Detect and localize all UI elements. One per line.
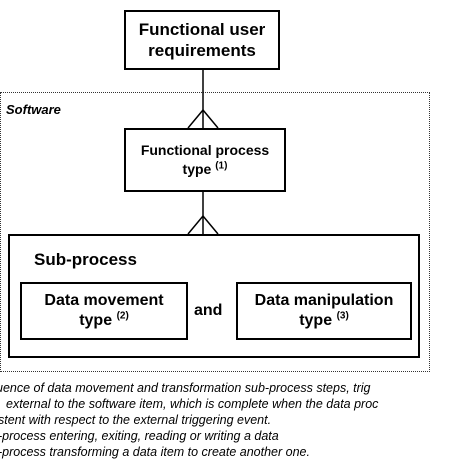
footnote-line: stent with respect to the external trigg…: [0, 413, 272, 427]
software-boundary: [0, 92, 430, 372]
manipulation-box-line2: type (3): [299, 310, 349, 329]
crow-foot-top-right: [202, 109, 219, 129]
data-movement-box: Data movement type (2): [20, 282, 188, 340]
software-label: Software: [6, 102, 61, 117]
top-box-line1: Functional user: [138, 20, 266, 39]
footnote-line: uence of data movement and transformatio…: [0, 381, 371, 395]
movement-ref: (2): [116, 310, 129, 322]
process-ref: (1): [215, 160, 228, 172]
footnotes: uence of data movement and transformatio…: [0, 380, 474, 460]
top-box-line2: requirements: [148, 41, 256, 60]
process-box-line2: type (1): [182, 160, 228, 177]
crow-foot-bottom-left: [187, 215, 204, 235]
crow-foot-bottom-right: [202, 215, 219, 235]
data-manipulation-box: Data manipulation type (3): [236, 282, 412, 340]
manipulation-box-line1: Data manipulation: [254, 292, 394, 309]
functional-user-requirements-box: Functional user requirements: [124, 10, 280, 70]
movement-box-line2: type (2): [79, 310, 129, 329]
footnote-line: external to the software item, which is …: [6, 397, 379, 411]
crow-foot-top-left: [187, 109, 204, 129]
footnote-line: -process transforming a data item to cre…: [0, 445, 310, 459]
sub-process-label: Sub-process: [34, 250, 137, 269]
functional-process-box: Functional process type (1): [124, 128, 286, 192]
manipulation-ref: (3): [336, 310, 349, 322]
movement-box-line1: Data movement: [44, 292, 164, 309]
process-box-line1: Functional process: [140, 142, 270, 158]
and-label: and: [194, 302, 223, 319]
footnote-line: -process entering, exiting, reading or w…: [0, 429, 279, 443]
